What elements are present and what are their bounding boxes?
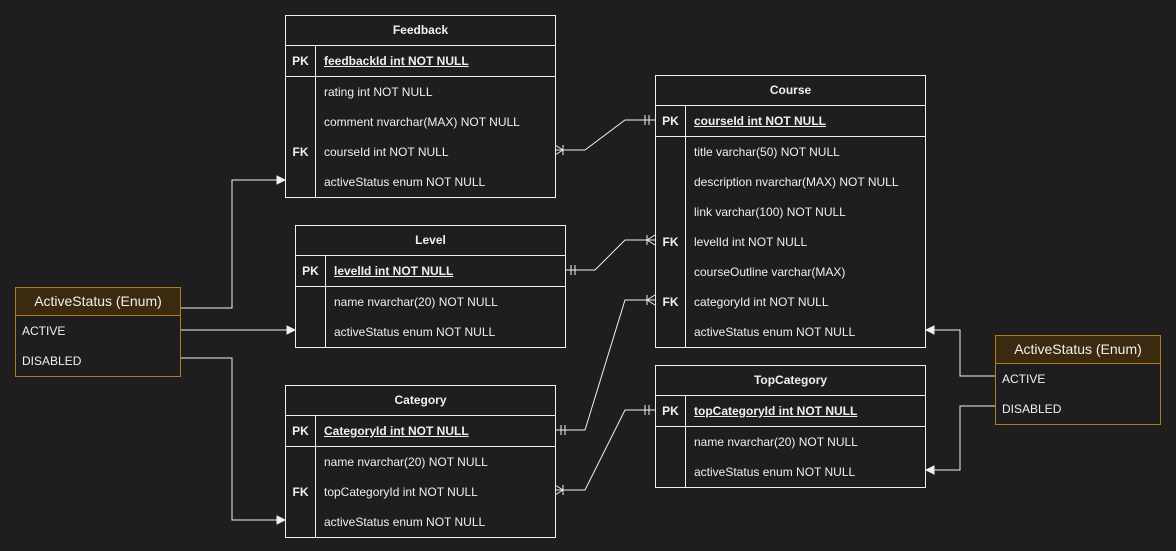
primary-key-row[interactable]: PK courseId int NOT NULL <box>656 106 925 137</box>
attribute-row[interactable]: title varchar(50) NOT NULL <box>656 137 925 167</box>
key-label <box>656 197 686 227</box>
attribute-row[interactable]: FK courseId int NOT NULL <box>286 137 555 167</box>
connector-level-course <box>565 234 656 275</box>
connector-category-course <box>555 294 656 435</box>
enum-title: ActiveStatus (Enum) <box>996 336 1160 364</box>
attribute-row[interactable]: comment nvarchar(MAX) NOT NULL <box>286 107 555 137</box>
field-label: activeStatus enum NOT NULL <box>334 325 496 339</box>
entity-title: Feedback <box>286 16 555 46</box>
entity-course[interactable]: Course PK courseId int NOT NULL title va… <box>655 75 926 348</box>
field-label: courseOutline varchar(MAX) <box>694 265 846 279</box>
field-label: rating int NOT NULL <box>324 85 433 99</box>
attribute-row[interactable]: link varchar(100) NOT NULL <box>656 197 925 227</box>
entity-level[interactable]: Level PK levelId int NOT NULL name nvarc… <box>295 225 566 348</box>
field-label: activeStatus enum NOT NULL <box>694 465 856 479</box>
arrow-enum-category <box>180 357 287 525</box>
key-label <box>656 427 686 457</box>
key-label <box>286 167 316 197</box>
arrow-enum-course <box>924 325 995 377</box>
field-label: name nvarchar(20) NOT NULL <box>334 295 498 309</box>
field-label: name nvarchar(20) NOT NULL <box>694 435 858 449</box>
attribute-row[interactable]: name nvarchar(20) NOT NULL <box>656 427 925 457</box>
enum-title: ActiveStatus (Enum) <box>16 288 180 316</box>
key-label <box>286 507 316 537</box>
enum-activestatus-left[interactable]: ActiveStatus (Enum) ACTIVE DISABLED <box>15 287 181 377</box>
connector-feedback-course <box>554 115 655 156</box>
entity-title: Course <box>656 76 925 106</box>
key-label <box>286 77 316 107</box>
key-label <box>656 167 686 197</box>
primary-key-row[interactable]: PK topCategoryId int NOT NULL <box>656 396 925 427</box>
field-label: CategoryId int NOT NULL <box>324 424 469 438</box>
field-label: categoryId int NOT NULL <box>694 295 829 309</box>
attribute-row[interactable]: activeStatus enum NOT NULL <box>296 317 565 347</box>
attribute-row[interactable]: activeStatus enum NOT NULL <box>286 167 555 197</box>
entity-title: Level <box>296 226 565 256</box>
key-label: FK <box>286 137 316 167</box>
field-label: courseId int NOT NULL <box>324 145 449 159</box>
arrow-enum-level <box>180 325 297 335</box>
key-label: FK <box>656 227 686 257</box>
key-label <box>296 287 326 317</box>
attribute-row[interactable]: activeStatus enum NOT NULL <box>656 317 925 347</box>
attribute-row[interactable]: FK topCategoryId int NOT NULL <box>286 477 555 507</box>
entity-category[interactable]: Category PK CategoryId int NOT NULL name… <box>285 385 556 538</box>
primary-key-row[interactable]: PK levelId int NOT NULL <box>296 256 565 287</box>
field-label: activeStatus enum NOT NULL <box>324 175 486 189</box>
attribute-row[interactable]: FK categoryId int NOT NULL <box>656 287 925 317</box>
key-label <box>656 137 686 167</box>
field-label: link varchar(100) NOT NULL <box>694 205 846 219</box>
enum-value-active[interactable]: ACTIVE <box>1002 372 1046 386</box>
field-label: title varchar(50) NOT NULL <box>694 145 840 159</box>
attribute-row[interactable]: activeStatus enum NOT NULL <box>286 507 555 537</box>
key-label <box>286 447 316 477</box>
attribute-row[interactable]: courseOutline varchar(MAX) <box>656 257 925 287</box>
key-label: PK <box>286 46 316 76</box>
field-label: feedbackId int NOT NULL <box>324 54 469 68</box>
primary-key-row[interactable]: PK CategoryId int NOT NULL <box>286 416 555 447</box>
key-label <box>656 317 686 347</box>
entity-feedback[interactable]: Feedback PK feedbackId int NOT NULL rati… <box>285 15 556 198</box>
enum-value-disabled[interactable]: DISABLED <box>22 354 82 368</box>
enum-value-disabled[interactable]: DISABLED <box>1002 402 1062 416</box>
field-label: topCategoryId int NOT NULL <box>324 485 478 499</box>
entity-title: TopCategory <box>656 366 925 396</box>
key-label <box>656 257 686 287</box>
key-label <box>286 107 316 137</box>
attribute-row[interactable]: name nvarchar(20) NOT NULL <box>286 447 555 477</box>
field-label: levelId int NOT NULL <box>694 235 808 249</box>
enum-value-active[interactable]: ACTIVE <box>22 324 66 338</box>
attribute-row[interactable]: rating int NOT NULL <box>286 77 555 107</box>
primary-key-row[interactable]: PK feedbackId int NOT NULL <box>286 46 555 77</box>
key-label <box>296 317 326 347</box>
attribute-row[interactable]: name nvarchar(20) NOT NULL <box>296 287 565 317</box>
field-label: activeStatus enum NOT NULL <box>324 515 486 529</box>
attribute-row[interactable]: FK levelId int NOT NULL <box>656 227 925 257</box>
key-label: FK <box>656 287 686 317</box>
field-label: levelId int NOT NULL <box>334 264 454 278</box>
connector-category-topcategory <box>554 405 655 496</box>
field-label: courseId int NOT NULL <box>694 114 826 128</box>
key-label: FK <box>286 477 316 507</box>
key-label: PK <box>296 256 326 286</box>
field-label: topCategoryId int NOT NULL <box>694 404 858 418</box>
field-label: description nvarchar(MAX) NOT NULL <box>694 175 899 189</box>
field-label: activeStatus enum NOT NULL <box>694 325 856 339</box>
key-label: PK <box>656 106 686 136</box>
arrow-enum-feedback <box>180 175 287 309</box>
key-label <box>656 457 686 487</box>
field-label: name nvarchar(20) NOT NULL <box>324 455 488 469</box>
field-label: comment nvarchar(MAX) NOT NULL <box>324 115 520 129</box>
arrow-enum-topcategory <box>924 405 995 475</box>
entity-title: Category <box>286 386 555 416</box>
attribute-row[interactable]: description nvarchar(MAX) NOT NULL <box>656 167 925 197</box>
enum-activestatus-right[interactable]: ActiveStatus (Enum) ACTIVE DISABLED <box>995 335 1161 425</box>
key-label: PK <box>656 396 686 426</box>
attribute-row[interactable]: activeStatus enum NOT NULL <box>656 457 925 487</box>
entity-topcategory[interactable]: TopCategory PK topCategoryId int NOT NUL… <box>655 365 926 488</box>
key-label: PK <box>286 416 316 446</box>
